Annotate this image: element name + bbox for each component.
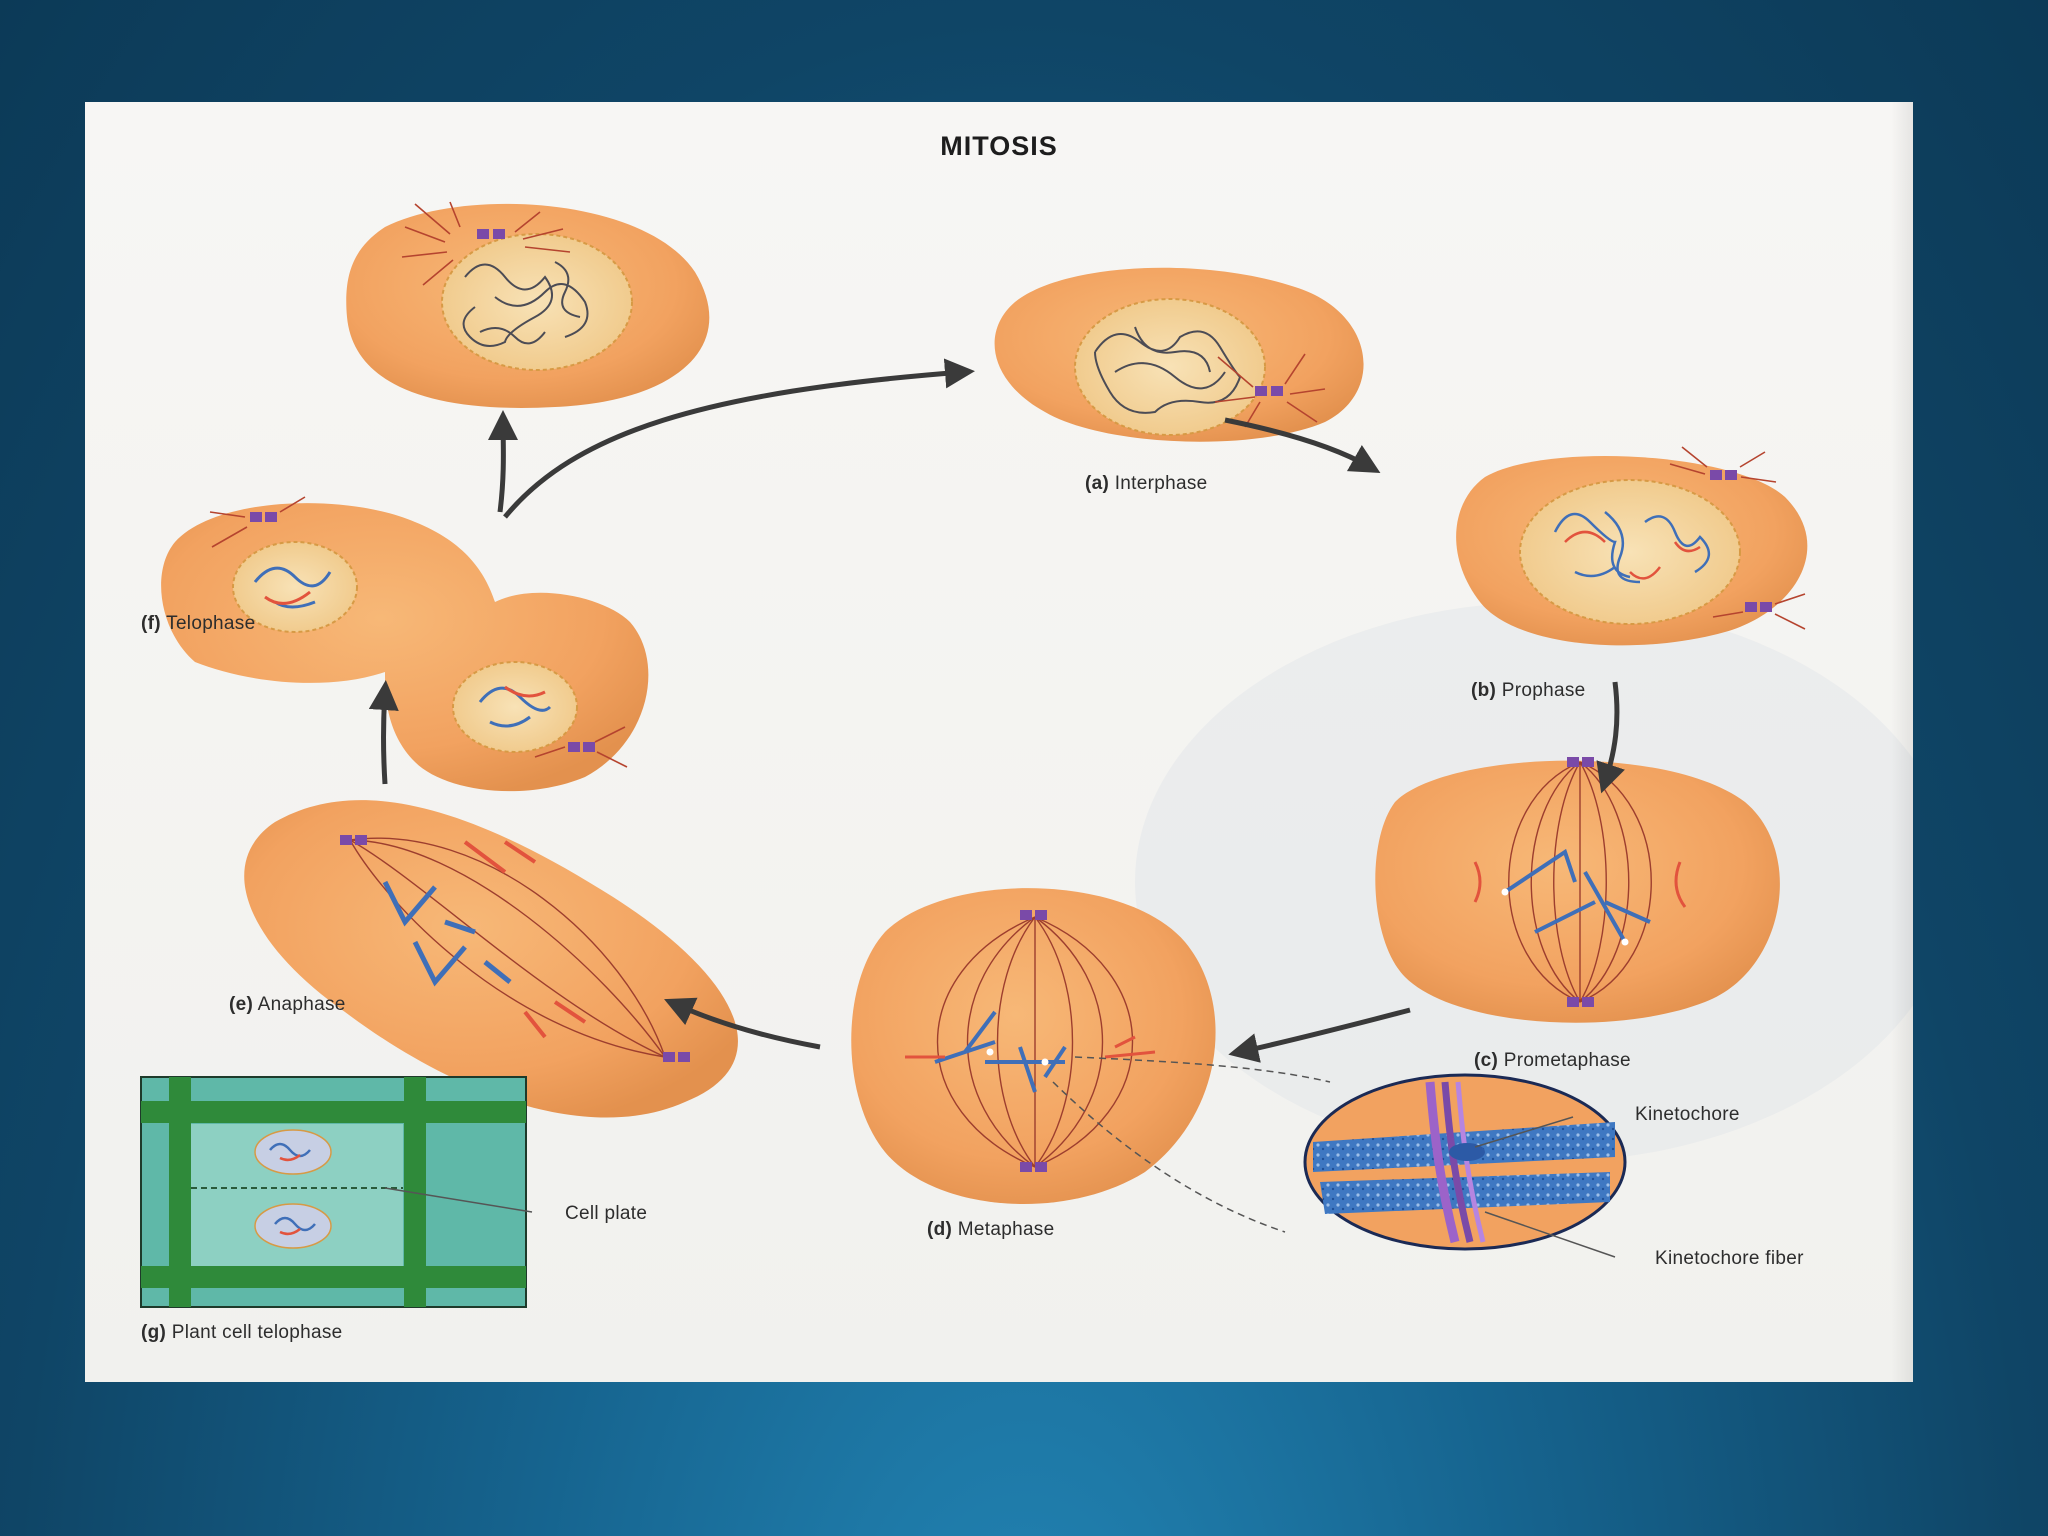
centrosome-metaphase-2 [1020, 1162, 1047, 1172]
centrosome-interphase [1255, 386, 1283, 396]
centrosome-prophase-2 [1745, 602, 1772, 612]
arrow-telophase-to-top [488, 410, 519, 513]
label-prometaphase: (c) Prometaphase [1474, 1050, 1631, 1071]
arrow-prophase-to-prometaphase [1596, 681, 1625, 794]
panel-edge [1891, 102, 1913, 1382]
spindle-anaphase [349, 837, 666, 1058]
arrow-telophase-to-interphase [503, 358, 975, 519]
cell-top [346, 201, 710, 408]
centrosome-anaphase-1 [340, 835, 367, 845]
label-anaphase: (e) Anaphase [229, 994, 346, 1015]
arrow-prometaphase-to-metaphase [1228, 1007, 1411, 1063]
mitosis-diagram [140, 201, 1808, 1308]
spindle-metaphase [937, 916, 1133, 1168]
label-plant-cell-telophase: (g) Plant cell telophase [141, 1322, 343, 1343]
label-cell-plate: Cell plate [565, 1203, 648, 1224]
centrosome-metaphase-1 [1020, 910, 1047, 920]
arrow-anaphase-to-telophase [368, 680, 399, 785]
arrow-interphase-to-prophase [1224, 417, 1381, 473]
centrosome-prophase-1 [1710, 470, 1737, 480]
label-interphase: (a) Interphase [1085, 473, 1208, 494]
label-kinetochore-fiber: Kinetochore fiber [1655, 1248, 1804, 1269]
label-prophase: (b) Prophase [1471, 680, 1586, 701]
cycle-arrows [368, 358, 1625, 1063]
kinetochore-zoom [1052, 1056, 1627, 1258]
diagram-title: MITOSIS [940, 131, 1058, 161]
plant-cell-panel [140, 1076, 533, 1308]
cell-interphase [994, 267, 1364, 442]
cell-telophase [161, 496, 649, 792]
cell-prometaphase [1375, 757, 1780, 1023]
label-telophase: (f) Telophase [141, 613, 256, 634]
centrosome-telophase-2 [568, 742, 595, 752]
cell-metaphase [851, 888, 1216, 1205]
centrosome-prometaphase-2 [1567, 997, 1594, 1007]
slide-panel: MITOSIS (a) Interphase (b) Prophase (c) … [85, 102, 1913, 1382]
centrosome-anaphase-2 [663, 1052, 690, 1062]
arrow-metaphase-to-anaphase [664, 997, 821, 1050]
label-metaphase: (d) Metaphase [927, 1219, 1055, 1240]
centrosome-top [477, 229, 505, 239]
cell-prophase [1456, 446, 1808, 646]
cell-anaphase [244, 800, 738, 1118]
label-kinetochore: Kinetochore [1635, 1104, 1740, 1125]
centrosome-telophase-1 [250, 512, 277, 522]
centrosome-prometaphase-1 [1567, 757, 1594, 767]
